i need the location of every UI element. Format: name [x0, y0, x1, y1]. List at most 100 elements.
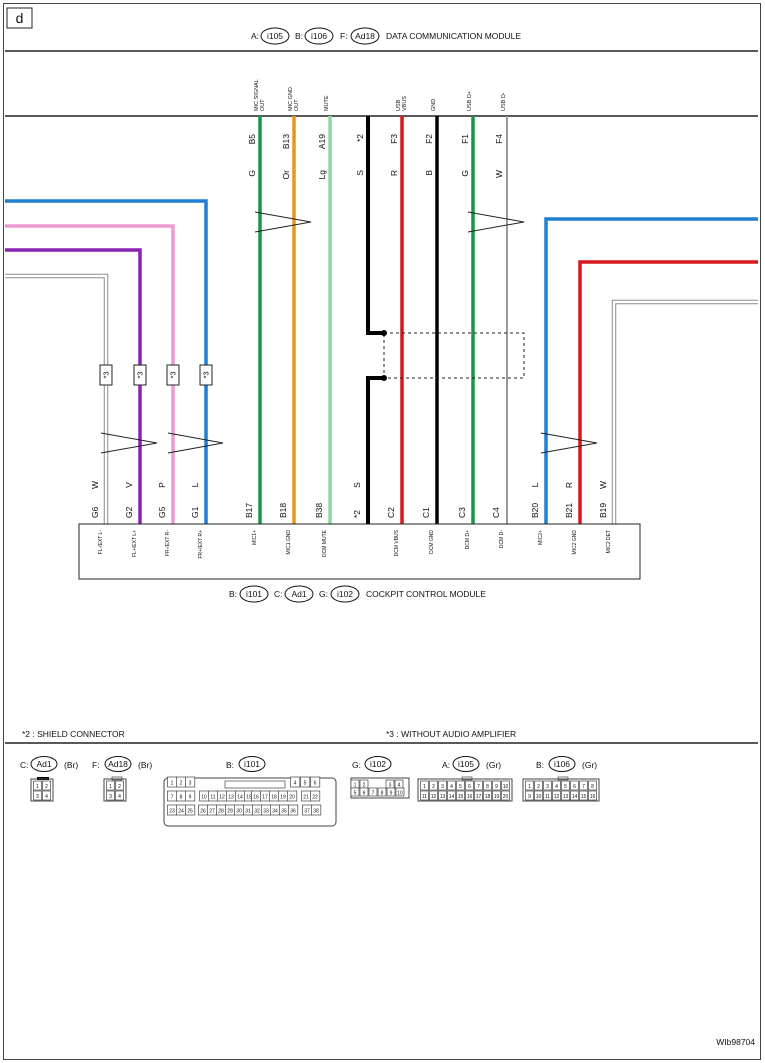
bottom-connector-c-oval	[284, 585, 314, 603]
bottom-connector-b-prefix: B:	[229, 589, 237, 599]
connector-pin-cell-4	[501, 790, 510, 801]
top-connector-a-id: i105	[267, 31, 283, 41]
connector-view-prefix-2: B:	[226, 760, 234, 770]
connector-pin-number-3: 1	[354, 783, 357, 789]
connector-pin-cell-3	[377, 787, 387, 797]
connector-pin-number-0: 3	[36, 794, 39, 800]
connector-pin-number-2: 6	[314, 781, 317, 787]
connector-pin-number-2: 14	[237, 795, 243, 801]
connector-pin-number-4: 17	[476, 794, 482, 800]
connector-pin-number-5: 16	[590, 794, 596, 800]
top-pin-signal-7: USB D-	[501, 92, 507, 111]
connector-pin-number-2: 15	[246, 795, 252, 801]
bottom-pin-number-0: G6	[90, 506, 100, 518]
bottom-pin-number-11: C4	[491, 507, 501, 518]
page-letter-box	[6, 7, 33, 29]
connector-view-prefix-5: B:	[536, 760, 544, 770]
connector-pin-cell-4	[474, 790, 483, 801]
connector-pin-number-2: 13	[228, 795, 234, 801]
connector-view-id-1: Ad18	[108, 759, 128, 769]
twisted-pair-fr	[167, 432, 224, 454]
twisted-pair-mic	[254, 211, 312, 233]
connector-pin-number-2: 33	[263, 809, 269, 815]
connector-view-color-5: (Gr)	[582, 760, 597, 770]
connector-pin-number-1: 3	[109, 794, 112, 800]
connector-pin-cell-4	[474, 780, 483, 791]
connector-pin-number-5: 6	[573, 784, 576, 790]
connector-pin-number-2: 29	[227, 809, 233, 815]
connector-pin-number-3: 4	[398, 783, 401, 789]
amplifier-marker-box-2	[166, 364, 180, 386]
wires: *3*3*3*3	[5, 116, 758, 524]
connector-pin-cell-2	[300, 776, 311, 788]
connector-pin-cell-5	[534, 790, 543, 801]
bottom-pin-signal-10: DCM D+	[465, 530, 471, 549]
connector-pin-number-0: 2	[45, 784, 48, 790]
top-connector-b-oval	[304, 27, 334, 45]
top-pin-color-code-0: G	[247, 170, 257, 177]
connector-view-id-4: i105	[458, 759, 474, 769]
connector-view-id-2: i101	[244, 759, 260, 769]
top-pin-signal-0: MIC SIGNAL	[254, 79, 260, 111]
connector-pin-number-4: 8	[486, 784, 489, 790]
connector-pin-number-5: 13	[563, 794, 569, 800]
connector-pin-number-4: 13	[440, 794, 446, 800]
top-pin-signal-1: MIC GND	[288, 87, 294, 111]
twisted-pair-mic2	[540, 432, 598, 454]
connector-pin-number-2: 4	[294, 781, 297, 787]
bottom-pin-signal-12: MIC2+	[538, 530, 544, 545]
connector-view-prefix-1: F:	[92, 760, 100, 770]
shield-splice-upper	[381, 330, 387, 336]
connector-pin-number-2: 9	[189, 795, 192, 801]
connector-pin-number-5: 2	[537, 784, 540, 790]
connector-pin-cell-4	[429, 790, 438, 801]
connector-pin-cell-5	[579, 780, 588, 791]
legend-without-audio-amplifier: *3 : WITHOUT AUDIO AMPLIFIER	[386, 729, 516, 739]
bottom-pin-number-4: B17	[244, 503, 254, 518]
connector-pin-number-2: 17	[262, 795, 268, 801]
connector-pin-number-5: 1	[528, 784, 531, 790]
connector-pin-number-2: 27	[209, 809, 215, 815]
connector-pin-cell-5	[543, 790, 552, 801]
top-module-title: A: i105 B: i106 F: Ad18 DATA COMMUNICATI…	[251, 27, 521, 45]
connector-pin-cell-4	[465, 780, 474, 791]
connector-pin-number-3: 6	[363, 791, 366, 797]
connector-pin-cell-5	[588, 780, 597, 791]
bottom-pin-signal-1: FL+/EXT L+	[132, 530, 138, 557]
wire-mic2-det-white-outline	[611, 299, 758, 524]
connector-pin-number-5: 14	[572, 794, 578, 800]
top-pin-signal-1: OUT	[294, 99, 300, 111]
page-frame	[3, 3, 761, 1060]
connector-pin-number-2: 18	[271, 795, 277, 801]
connector-pin-cell-0	[42, 780, 51, 791]
connector-pin-number-2: 32	[254, 809, 260, 815]
bottom-pin-signal-4: MIC1+	[252, 530, 258, 545]
connector-pin-cell-4	[438, 780, 447, 791]
connector-pin-number-5: 4	[555, 784, 558, 790]
connector-pin-number-4: 20	[503, 794, 509, 800]
connector-pin-cell-5	[552, 780, 561, 791]
connector-pin-number-2: 12	[219, 795, 225, 801]
shield-splice-lower	[381, 375, 387, 381]
connector-pin-cell-2	[290, 776, 301, 788]
connector-pin-cell-4	[483, 780, 492, 791]
bottom-pin-signal-5: MIC1 GND	[286, 530, 292, 555]
connector-pin-cell-3	[395, 787, 405, 797]
connector-pin-number-4: 19	[494, 794, 500, 800]
connector-face-outline-4	[417, 778, 513, 802]
connector-pin-number-1: 1	[109, 784, 112, 790]
connector-pin-cell-0	[42, 790, 51, 801]
bottom-pin-color-code-7: S	[352, 482, 362, 488]
top-pin-signal-4: VBUS	[402, 96, 408, 111]
amplifier-marker-label-0: *3	[102, 371, 111, 378]
connector-view-oval-2	[238, 756, 266, 772]
top-pin-number-2: A19	[317, 134, 327, 149]
bottom-pin-number-14: B19	[598, 503, 608, 518]
connector-view-color-0: (Br)	[64, 760, 78, 770]
connector-view-id-3: i102	[370, 759, 386, 769]
top-pin-number-5: F2	[424, 134, 434, 144]
top-pin-number-7: F4	[494, 134, 504, 144]
top-pin-signal-0: OUT	[260, 99, 266, 111]
connector-pin-cell-5	[552, 790, 561, 801]
